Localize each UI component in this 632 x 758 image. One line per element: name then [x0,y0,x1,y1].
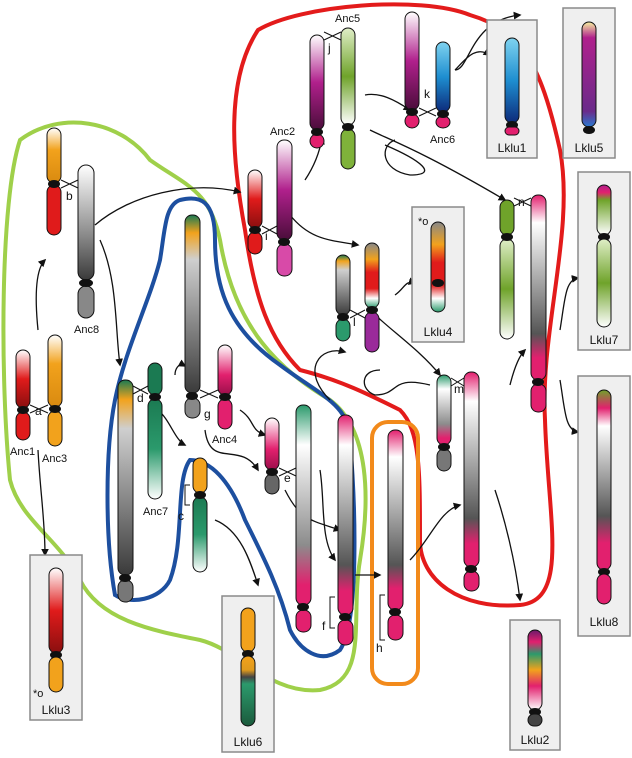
event-label-n: n [518,195,525,209]
lklu8-box: Lklu8 [577,375,631,637]
lklu6-box: Lklu6 [221,595,275,753]
chromosome-e [264,417,280,495]
chromosome-g [184,214,201,419]
lklu4-box: *o Lklu4 [411,206,465,343]
event-label-f: f [322,619,326,633]
chromosome-m-right [463,371,480,592]
anc4-label: Anc4 [212,434,237,446]
chromosome-anc8 [77,164,95,319]
lklu2-box: Lklu2 [509,619,561,751]
chromosome-anc4 [217,344,233,430]
lklu1-label: Lklu1 [498,141,527,155]
anc8-label: Anc8 [74,324,99,336]
event-label-c: c [178,509,184,523]
lklu3-box: *o Lklu3 [29,554,83,721]
chromosome-anc3 [47,334,63,447]
chromosome-n-right [530,194,547,413]
anc7-label: Anc7 [143,506,168,518]
event-label-b: b [66,189,73,203]
chromosome-h [379,429,404,641]
event-label-i: i [265,229,268,243]
lklu7-label: Lklu7 [590,333,619,347]
lklu4-label: Lklu4 [424,325,453,339]
event-label-l: l [353,315,356,329]
event-label-g: g [204,407,211,421]
chromosome-anc5 [340,27,356,170]
event-label-d: d [137,391,144,405]
event-label-k: k [424,87,431,101]
chromosome-j-left [309,34,325,149]
blue-region-outline [105,196,357,658]
lklu3-marker: *o [33,688,43,700]
chromosome-d-left [117,379,134,603]
chromosome-i [247,169,263,255]
evolution-arrows [35,11,580,602]
chromosome-anc2 [276,139,293,277]
lklu2-label: Lklu2 [521,733,550,747]
chromosome-b-left [46,127,62,236]
lklu5-box: Lklu5 [562,7,616,159]
event-label-e: e [284,471,291,485]
chromosome-c [184,457,208,573]
event-label-h: h [376,641,383,655]
chromosome-e-right [295,404,312,633]
lklu3-label: Lklu3 [42,703,71,717]
chromosome-l-left [335,254,351,342]
lklu4-marker: *o [418,216,428,228]
lklu6-label: Lklu6 [234,735,263,749]
lklu7-box: Lklu7 [577,171,631,351]
chromosome-anc6 [435,41,451,129]
lklu5-label: Lklu5 [575,141,604,155]
event-labels: a b c d e f g h i j k l m n [35,41,525,655]
chromosome-n-left [499,199,515,340]
lklu8-label: Lklu8 [590,615,619,629]
anc2-label: Anc2 [270,126,295,138]
anc1-label: Anc1 [10,446,35,458]
chromosome-m-left [436,374,452,472]
anc3-label: Anc3 [42,453,67,465]
event-label-j: j [327,41,331,55]
event-label-m: m [454,382,464,396]
anc5-label: Anc5 [335,13,360,25]
chromosome-k-left [404,11,420,129]
orange-region-outline [370,420,420,686]
chromosome-anc1 [15,349,31,441]
event-label-a: a [35,404,42,418]
chromosome-f [329,414,354,646]
chromosome-anc7 [147,362,163,500]
anc6-label: Anc6 [430,134,455,146]
chromosome-l-right [364,242,380,353]
pairing-crosses [29,31,532,477]
lklu1-box: Lklu1 [486,19,538,159]
ancestral-labels: Anc1 Anc3 Anc8 Anc7 Anc4 Anc2 Anc5 Anc6 [10,13,455,518]
